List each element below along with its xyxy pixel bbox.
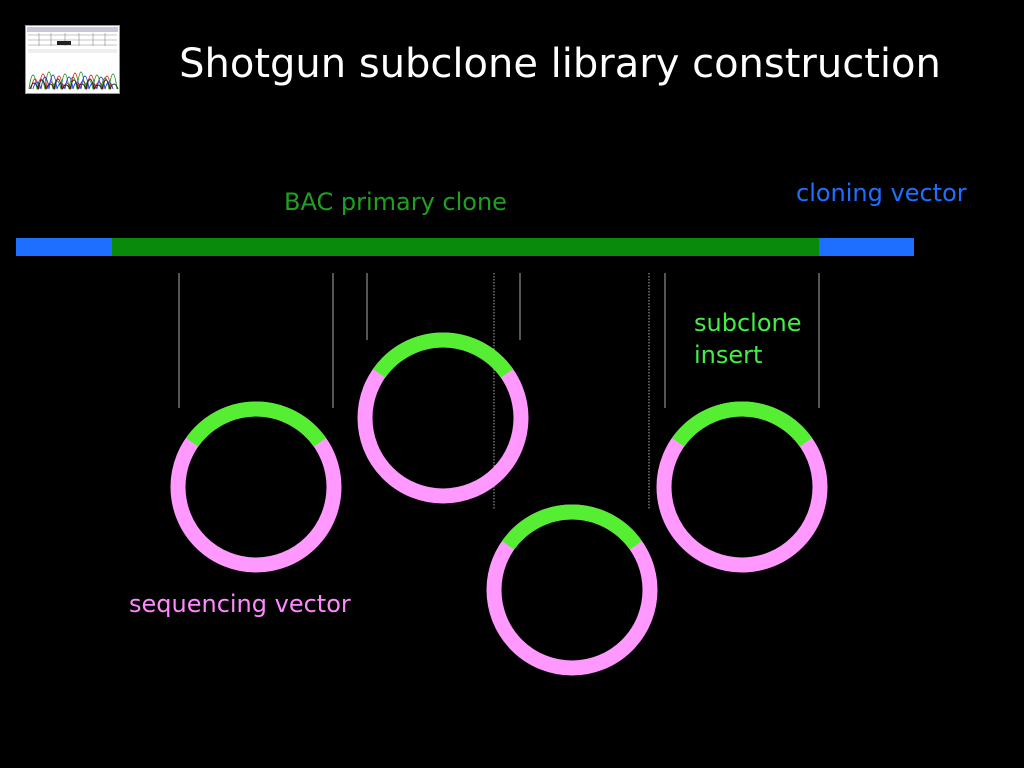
- fragment-boundary-lines: [178, 273, 820, 510]
- plasmid-2: [357, 332, 529, 504]
- sequencing-vector-label: sequencing vector: [129, 590, 351, 618]
- plasmid-1: [170, 401, 342, 573]
- bac-insert-segment: [112, 238, 819, 256]
- plasmid-3: [486, 504, 658, 676]
- cloning-vector-left-segment: [16, 238, 112, 256]
- slide-title: Shotgun subclone library construction: [179, 41, 941, 87]
- sequencing-trace-thumbnail: [24, 24, 121, 95]
- cloning-vector-label: cloning vector: [796, 179, 967, 207]
- plasmid-4: [656, 401, 828, 573]
- cloning-vector-right-segment: [819, 238, 914, 256]
- subclone-insert-label: subclone insert: [694, 309, 802, 369]
- thumbnail-graphic: [24, 24, 121, 95]
- bac-primary-clone-label: BAC primary clone: [284, 188, 507, 216]
